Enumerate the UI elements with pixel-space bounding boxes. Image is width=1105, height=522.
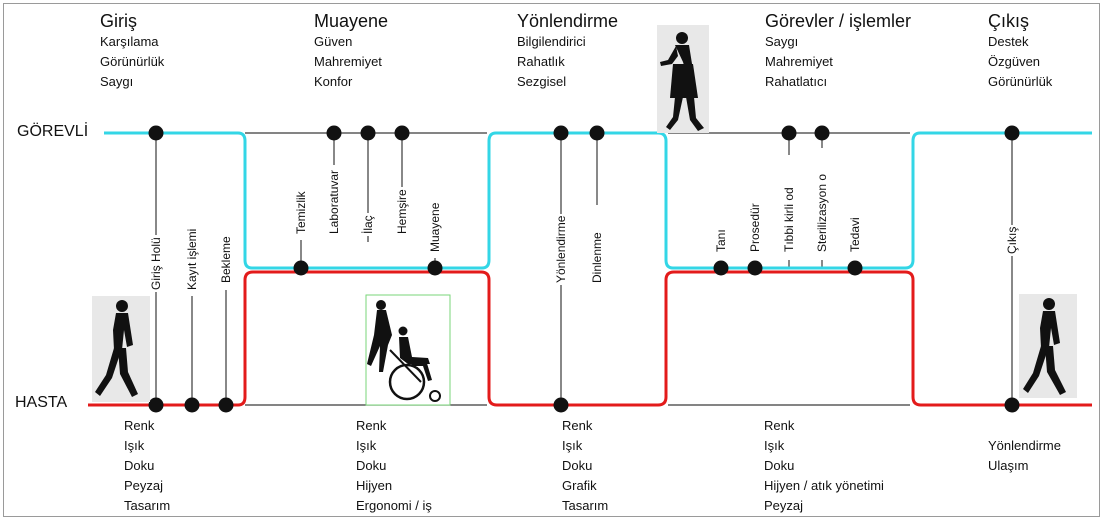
stage-muayene: Muayene Güven Mahremiyet Konfor [314,10,388,92]
touchpoint-label: Giriş Holü [149,235,163,292]
bottom-item: Yönlendirme [988,438,1061,453]
dot-muayene [427,260,443,276]
dot-tedavi [847,260,863,276]
touchpoint-label: Kayıt işlemi [185,226,199,292]
stage-title: Görevler / işlemler [765,11,912,31]
stage-item: Konfor [314,74,353,89]
bottom-group-giris: Renk Işık Doku Peyzaj Tasarım [124,416,170,516]
dot-cikis-staff [1004,125,1020,141]
stage-cikis: Çıkış Destek Özgüven Görünürlük [988,10,1052,92]
bottom-item: Doku [562,458,593,473]
stage-item: Rahatlatıcı [765,74,828,89]
dot-prosedur [747,260,763,276]
dot-bekleme [218,397,234,413]
stage-title: Muayene [314,11,389,31]
bottom-item: Peyzaj [764,498,804,513]
touchpoint-label: Bekleme [219,234,233,285]
dot-steril [814,125,830,141]
lane-label-staff: GÖREVLİ [17,123,89,140]
bottom-group-yonlendirme: Renk Işık Doku Grafik Tasarım [562,416,608,516]
dot-yon-staff [553,125,569,141]
bottom-item: Doku [764,458,795,473]
dot-staff-giris [148,125,164,141]
diagram-frame [3,3,1100,517]
stage-title: Giriş [100,11,137,31]
stage-item: Bilgilendirici [517,34,586,49]
bottom-group-cikis: Yönlendirme Ulaşım [988,436,1061,476]
dot-hemsire [394,125,410,141]
touchpoint-label: Muayene [428,200,442,254]
bottom-item: Grafik [562,478,597,493]
stage-item: Görünürlük [100,54,165,69]
stage-title: Yönlendirme [517,11,619,31]
dot-ilac [360,125,376,141]
bottom-item: Tasarım [562,498,609,513]
stage-item: Sezgisel [517,74,567,89]
touchpoint-label: Sterilizasyon o [815,171,829,254]
dot-lab [326,125,342,141]
staff-with-tablet-icon [657,25,709,133]
bottom-item: Renk [764,418,795,433]
touchpoint-label: Çıkış [1005,224,1019,256]
touchpoint-label: Temizlik [294,189,308,236]
touchpoint-label: Yönlendirme [554,213,568,285]
staff-journey-line [104,131,1092,270]
touchpoint-dots [148,125,1020,413]
bottom-item: Işık [562,438,583,453]
dot-dinlenme [589,125,605,141]
stage-item: Mahremiyet [314,54,382,69]
bottom-item: Renk [562,418,593,433]
touchpoint-label: Prosedür [748,201,762,254]
touchpoint-label: İlaç [361,213,375,236]
dot-kayit [184,397,200,413]
lane-label-patient: HASTA [15,394,68,411]
dot-giris-holu [148,397,164,413]
bottom-item: Renk [356,418,387,433]
dot-temizlik [293,260,309,276]
dot-tani [713,260,729,276]
bottom-item: Renk [124,418,155,433]
stage-item: Rahatlık [517,54,565,69]
bottom-group-gorevler: Renk Işık Doku Hijyen / atık yönetimi Pe… [764,416,884,516]
stage-item: Mahremiyet [765,54,833,69]
stage-item: Saygı [100,74,134,89]
nurse-with-wheelchair-icon [365,294,451,406]
touchpoint-label: Dinlenme [590,230,604,285]
bottom-item: Ulaşım [988,458,1029,473]
bottom-item: Doku [124,458,155,473]
stage-item: Destek [988,34,1029,49]
touchpoint-label: Hemşire [395,187,409,236]
bottom-group-muayene: Renk Işık Doku Hijyen Ergonomi / iş [356,416,432,516]
bottom-item: Hijyen / atık yönetimi [764,478,884,493]
stage-item: Karşılama [100,34,159,49]
bottom-item: Ergonomi / iş [356,498,432,513]
dot-tibbi [781,125,797,141]
patient-journey-line [88,270,1092,407]
bottom-item: Peyzaj [124,478,164,493]
touchpoint-label: Tedavi [848,215,862,254]
stage-gorevler: Görevler / işlemler Saygı Mahremiyet Rah… [765,10,911,92]
stage-item: Güven [314,34,353,49]
stage-item: Görünürlük [988,74,1053,89]
bottom-item: Hijyen [356,478,393,493]
walking-patient-icon [92,296,150,402]
touchpoint-label: Laboratuvar [327,167,341,236]
dot-yon-patient [553,397,569,413]
bottom-item: Işık [356,438,377,453]
stage-giris: Giriş Karşılama Görünürlük Saygı [100,10,164,92]
bottom-item: Işık [124,438,145,453]
touchpoint-label: Tanı [714,227,728,254]
stage-title: Çıkış [988,11,1030,31]
touchpoint-label: Tıbbi kirli od [782,185,796,254]
bottom-item: Işık [764,438,785,453]
bottom-item: Doku [356,458,387,473]
exiting-patient-icon [1019,294,1077,398]
bottom-item: Tasarım [124,498,171,513]
stage-item: Saygı [765,34,799,49]
stage-item: Özgüven [988,54,1041,69]
dot-cikis-patient [1004,397,1020,413]
stage-yonlendirme: Yönlendirme Bilgilendirici Rahatlık Sezg… [517,10,618,92]
